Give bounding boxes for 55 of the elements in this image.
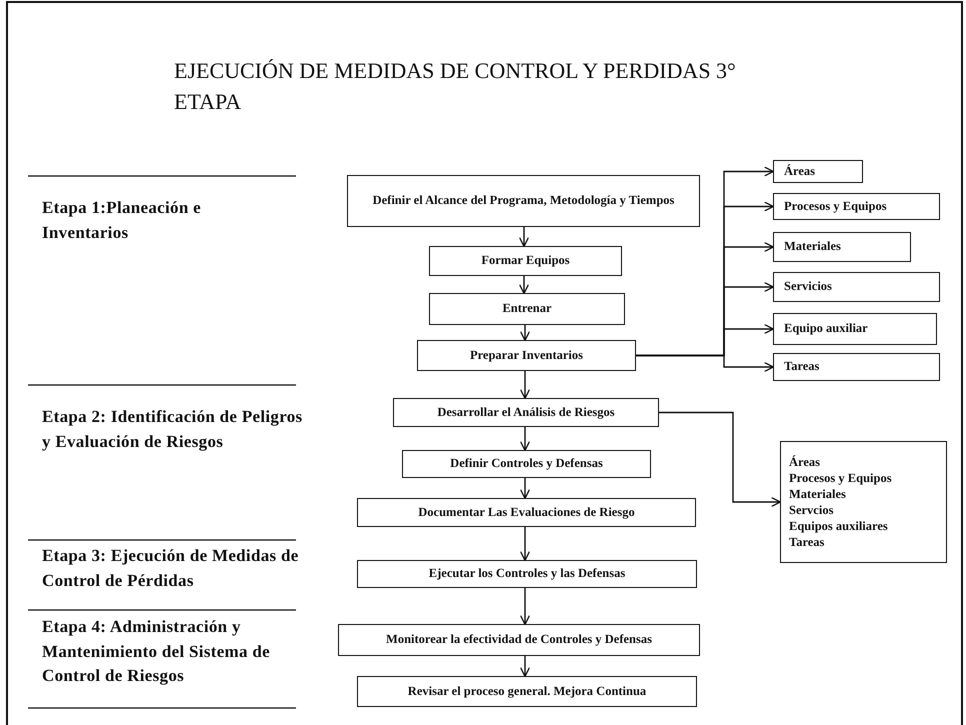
box-text: Áreas [789,454,820,470]
box-text: Ejecutar los Controles y las Defensas [428,566,626,582]
box-text: Monitorear la efectividad de Controles y Defensas [386,632,652,648]
process-box [338,624,700,656]
arrow [636,354,774,372]
box-text: Áreas [784,164,816,180]
process-box [357,560,697,588]
list-box [780,441,947,563]
arrow [520,588,530,626]
process-box [357,676,697,707]
box-text: Entrenar [502,301,552,317]
process-box [773,160,863,183]
process-box [773,272,940,302]
process-box [347,175,700,227]
process-box [773,232,911,262]
process-box [357,498,696,527]
arrow [520,478,530,500]
stage-heading: Etapa 2: Identificación de Peligros y Evaluación de Riesgos [42,406,304,453]
process-box [773,313,937,345]
stage-heading: Etapa 1:Planeación e Inventarios [42,197,202,244]
arrow [659,412,782,508]
box-text: Servicios [784,279,832,295]
box-text: Materiales [784,239,841,255]
box-text: Definir Controles y Defensas [450,456,603,472]
process-box [429,293,625,325]
box-text: Preparar Inventarios [470,348,584,364]
box-text: Formar Equipos [481,253,570,269]
arrow [520,371,530,400]
arrow [518,276,530,294]
arrow [520,325,530,342]
process-box [773,193,940,220]
process-box [417,340,636,371]
process-box [429,246,622,276]
arrow [518,227,530,248]
box-text: Desarrollar el Análisis de Riesgos [437,404,615,420]
box-text: Procesos y Equipos [784,198,887,214]
box-text: Servcios [789,502,834,518]
box-text: Definir el Alcance del Programa, Metodología y Tiempos [372,193,674,209]
box-text: Materiales [789,486,846,502]
box-text: Equipo auxiliar [784,321,868,337]
box-text: Equipos auxiliares [789,518,888,534]
arrow [520,427,530,452]
stage-heading: Etapa 3: Ejecución de Medidas de Control de Pérdidas [42,545,300,592]
process-box [773,353,940,381]
arrow [520,656,530,678]
stage-heading: Etapa 4: Administración y Mantenimiento del Sistema de Control de Riesgos [42,616,271,688]
box-text: Documentar Las Evaluaciones de Riesgo [418,504,635,520]
box-text: Procesos y Equipos [789,470,892,486]
title: EJECUCIÓN DE MEDIDAS DE CONTROL Y PERDIDAS 3° ETAPA [174,57,737,116]
process-box [402,450,651,478]
box-text: Tareas [789,534,824,550]
arrow [520,527,530,562]
process-box [393,398,659,427]
box-text: Revisar el proceso general. Mejora Continua [408,684,646,700]
box-text: Tareas [784,359,820,375]
